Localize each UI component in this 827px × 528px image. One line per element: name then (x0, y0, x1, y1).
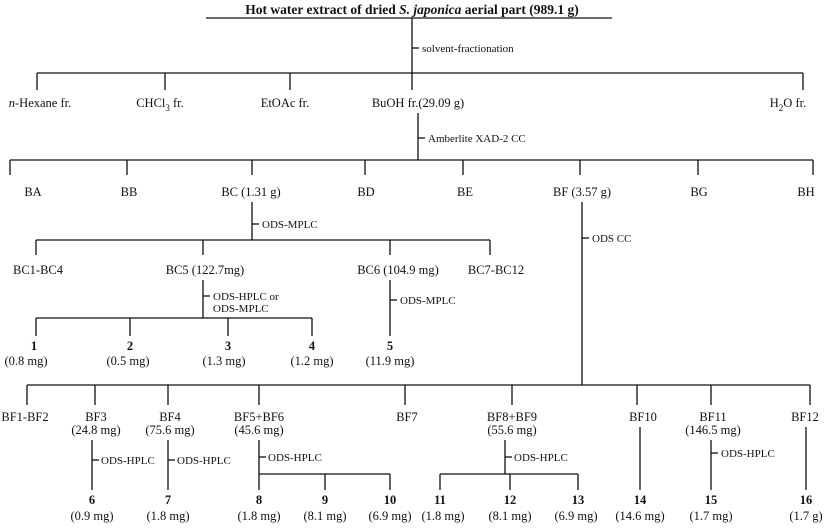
compound-14-mass: (14.6 mg) (615, 509, 664, 523)
fraction-bc1-bc4: BC1-BC4 (13, 263, 64, 277)
compound-7-number: 7 (165, 493, 171, 507)
fraction-bc7-bc12: BC7-BC12 (468, 263, 524, 277)
fraction-ba: BA (24, 185, 41, 199)
bf5-bf6-connectors (258, 440, 391, 490)
fraction-bc5: BC5 (122.7mg) (166, 263, 244, 277)
compound-14-number: 14 (634, 493, 647, 507)
fraction-chcl3: CHCl3 fr. (136, 96, 184, 113)
fraction-hexane: n-Hexane fr. (9, 96, 71, 110)
fraction-bf5-bf6-mass: (45.6 mg) (234, 423, 283, 437)
compound-7-mass: (1.8 mg) (146, 509, 189, 523)
compound-10-number: 10 (384, 493, 397, 507)
compound-15-number: 15 (705, 493, 718, 507)
compound-3-mass: (1.3 mg) (202, 354, 245, 368)
fraction-bg: BG (690, 185, 707, 199)
fraction-bf1-bf2: BF1-BF2 (1, 410, 48, 424)
method-bf11-ods-hplc: ODS-HPLC (721, 448, 775, 460)
method-bc5-line1: ODS-HPLC or (213, 291, 279, 303)
compound-1-mass: (0.8 mg) (4, 354, 47, 368)
bf-connectors (26, 202, 811, 405)
fraction-bf3-mass: (24.8 mg) (71, 423, 120, 437)
method-bf3-ods-hplc: ODS-HPLC (101, 455, 155, 467)
compound-6-number: 6 (89, 493, 95, 507)
fraction-bf3: BF3 (85, 410, 107, 424)
fraction-bf12: BF12 (791, 410, 819, 424)
method-bf5-bf6-ods-hplc: ODS-HPLC (268, 452, 322, 464)
bc-connectors (35, 202, 491, 255)
method-amberlite: Amberlite XAD-2 CC (428, 133, 526, 145)
bf8-bf9-connectors (439, 440, 579, 490)
method-solvent-fractionation: solvent-fractionation (422, 43, 514, 55)
compound-1-number: 1 (31, 339, 37, 353)
compound-12-number: 12 (504, 493, 517, 507)
fraction-bc: BC (1.31 g) (221, 185, 280, 199)
compound-11-mass: (1.8 mg) (421, 509, 464, 523)
fraction-bf11: BF11 (699, 410, 726, 424)
compound-13-mass: (6.9 mg) (554, 509, 597, 523)
fraction-bf10: BF10 (629, 410, 657, 424)
compound-4-number: 4 (309, 339, 316, 353)
compound-3-number: 3 (225, 339, 231, 353)
compound-9-mass: (8.1 mg) (303, 509, 346, 523)
method-bf-ods-cc: ODS CC (592, 233, 631, 245)
fraction-bf7: BF7 (396, 410, 418, 424)
compound-8-number: 8 (256, 493, 262, 507)
compound-16-mass: (1.7 g) (789, 509, 822, 523)
compound-9-number: 9 (322, 493, 328, 507)
compound-11-number: 11 (434, 493, 446, 507)
fraction-bc6: BC6 (104.9 mg) (357, 263, 439, 277)
bc5-connectors (35, 280, 313, 336)
compound-2-mass: (0.5 mg) (106, 354, 149, 368)
fraction-h2o: H2O fr. (770, 96, 806, 113)
method-bf8-bf9-ods-hplc: ODS-HPLC (514, 452, 568, 464)
method-bf4-ods-hplc: ODS-HPLC (177, 455, 231, 467)
compound-2-number: 2 (127, 339, 133, 353)
compound-8-mass: (1.8 mg) (237, 509, 280, 523)
method-bc-ods-mplc: ODS-MPLC (262, 219, 318, 231)
fraction-be: BE (457, 185, 473, 199)
fraction-bd: BD (357, 185, 374, 199)
fraction-bf11-mass: (146.5 mg) (685, 423, 741, 437)
solvent-fractionation-connectors (36, 18, 804, 90)
fraction-bf4-mass: (75.6 mg) (145, 423, 194, 437)
fraction-bf4: BF4 (159, 410, 181, 424)
fraction-bb: BB (121, 185, 138, 199)
fraction-bf: BF (3.57 g) (553, 185, 611, 199)
compound-12-mass: (8.1 mg) (488, 509, 531, 523)
compound-4-mass: (1.2 mg) (290, 354, 333, 368)
fraction-bf8-bf9-mass: (55.6 mg) (487, 423, 536, 437)
compound-13-number: 13 (572, 493, 585, 507)
fraction-etoac: EtOAc fr. (261, 96, 310, 110)
compound-10-mass: (6.9 mg) (368, 509, 411, 523)
compound-16-number: 16 (800, 493, 813, 507)
compound-6-mass: (0.9 mg) (70, 509, 113, 523)
method-bc6-ods-mplc: ODS-MPLC (400, 295, 456, 307)
method-bc5-line2: ODS-MPLC (213, 303, 269, 315)
compound-5-number: 5 (387, 339, 393, 353)
compound-15-mass: (1.7 mg) (689, 509, 732, 523)
fraction-buoh: BuOH fr.(29.09 g) (372, 96, 464, 110)
fraction-bf5-bf6: BF5+BF6 (234, 410, 284, 424)
extract-title: Hot water extract of dried S. japonica a… (245, 2, 578, 17)
fraction-bf8-bf9: BF8+BF9 (487, 410, 537, 424)
amberlite-connectors (9, 113, 814, 175)
fraction-bh: BH (797, 185, 814, 199)
compound-5-mass: (11.9 mg) (366, 354, 415, 368)
